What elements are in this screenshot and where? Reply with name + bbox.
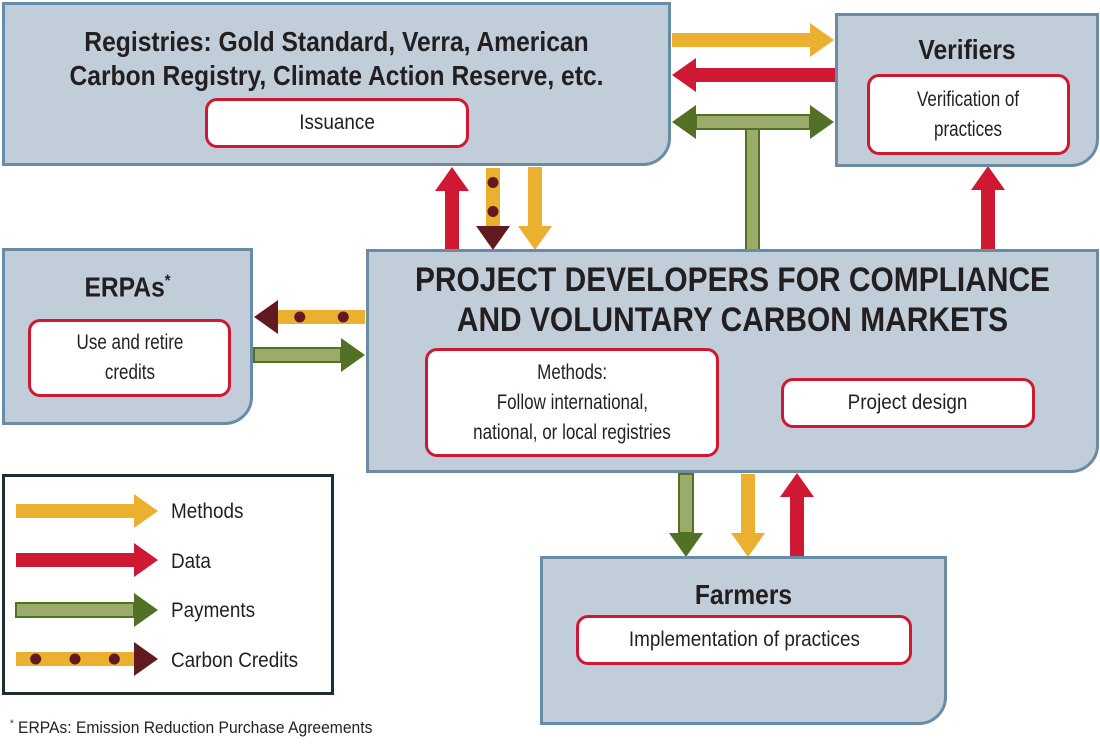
arrowhead-icon [134, 494, 158, 528]
arrow-shaft [672, 33, 810, 47]
footnote: * ERPAs: Emission Reduction Purchase Agr… [10, 718, 372, 738]
arrow-payments-registries-verifiers [672, 105, 834, 139]
arrowhead-icon [134, 642, 158, 676]
arrowhead-icon [134, 543, 158, 577]
arrow-shaft [695, 114, 811, 130]
issuance-box: Issuance [205, 98, 469, 148]
arrow-shaft [486, 168, 500, 226]
developers-title-line2: AND VOLUNTARY CARBON MARKETS [456, 301, 1009, 339]
arrowhead-icon [672, 58, 696, 92]
project-design-label: Project design [848, 391, 968, 414]
arrow-verifiers-to-registries-data [672, 58, 836, 92]
arrow-developers-to-farmers-payments [669, 473, 703, 557]
arrowhead-icon [476, 226, 510, 250]
erpas-box: ERPAs* Use and retire credits [2, 248, 253, 425]
arrow-developers-to-erpas-credits [254, 300, 365, 334]
credit-dot [108, 653, 120, 665]
arrow-shaft [253, 347, 342, 363]
arrow-developers-to-verifiers-data [971, 166, 1005, 250]
legend-label-carbon-credits: Carbon Credits [171, 649, 299, 672]
use-retire-line2: credits [104, 361, 155, 384]
arrow-registries-to-verifiers-methods [672, 23, 834, 57]
credit-dot [487, 206, 499, 217]
arrowhead-icon [669, 533, 703, 557]
arrow-shaft [741, 474, 755, 533]
verification-box: Verification of practices [867, 74, 1070, 155]
developers-title-line1: PROJECT DEVELOPERS FOR COMPLIANCE [414, 261, 1051, 299]
credit-dot [30, 653, 42, 665]
methods-box: Methods: Follow international, national, o… [425, 348, 719, 457]
farmers-title: Farmers [694, 579, 793, 610]
implementation-label: Implementation of practices [628, 628, 860, 651]
payments-t-stem [745, 121, 760, 251]
arrow-shaft [16, 504, 134, 518]
registries-box: Registries: Gold Standard, Verra, Americ… [2, 2, 671, 166]
project-design-box: Project design [781, 378, 1035, 428]
arrow-shaft [696, 68, 836, 82]
use-retire-line1: Use and retire [76, 331, 183, 354]
credit-dot [294, 311, 306, 323]
arrowhead-icon [810, 105, 834, 139]
arrow-shaft [981, 190, 995, 250]
verification-line2: practices [934, 117, 1003, 141]
arrowhead-icon [518, 226, 552, 250]
legend-arrow-payments [15, 593, 158, 627]
legend-label-payments: Payments [171, 599, 256, 622]
implementation-box: Implementation of practices [576, 615, 912, 665]
legend-label-methods: Methods [171, 500, 244, 523]
arrowhead-icon [134, 593, 158, 627]
verification-line1: Verification of [917, 87, 1020, 111]
legend-arrow-methods [16, 494, 158, 528]
registries-title-line1: Registries: Gold Standard, Verra, Americ… [84, 26, 589, 57]
arrowhead-icon [254, 300, 278, 334]
credit-dot [69, 653, 81, 665]
methods-line3: national, or local registries [473, 420, 671, 444]
methods-line2: Follow international, [496, 390, 648, 414]
arrow-registries-to-developers-methods [518, 167, 552, 250]
developers-title: PROJECT DEVELOPERS FOR COMPLIANCE AND VO… [413, 260, 1053, 340]
legend-arrow-credits [16, 642, 158, 676]
arrow-shaft [16, 553, 134, 567]
arrow-shaft [278, 310, 365, 324]
verifiers-box: Verifiers Verification of practices [835, 13, 1099, 167]
issuance-label: Issuance [299, 111, 375, 134]
arrow-shaft [678, 473, 694, 534]
arrowhead-icon [435, 167, 469, 191]
legend: Methods Data Payments Carbon Credits [2, 474, 334, 695]
credit-dot [337, 311, 349, 323]
arrowhead-icon [810, 23, 834, 57]
arrow-registries-to-developers-credits [476, 168, 510, 250]
methods-line1: Methods: [537, 360, 607, 384]
arrow-shaft [445, 191, 459, 250]
arrow-shaft [528, 167, 542, 226]
footnote-asterisk: * [10, 718, 14, 730]
arrowhead-icon [971, 166, 1005, 190]
arrow-developers-to-registries-data [435, 167, 469, 250]
arrow-erpas-to-developers-payments [253, 338, 365, 372]
erpas-title-text: ERPAs [84, 271, 165, 303]
arrowhead-icon [672, 105, 696, 139]
legend-label-data: Data [171, 550, 211, 573]
arrow-farmers-to-developers-data [780, 473, 814, 557]
arrowhead-icon [731, 533, 765, 557]
project-developers-box: PROJECT DEVELOPERS FOR COMPLIANCE AND VO… [366, 249, 1099, 473]
verifiers-title: Verifiers [918, 34, 1016, 65]
arrowhead-icon [341, 338, 365, 372]
use-retire-box: Use and retire credits [28, 319, 231, 397]
footnote-text: ERPAs: Emission Reduction Purchase Agree… [18, 718, 373, 737]
arrow-shaft [790, 497, 804, 557]
credit-dot [487, 177, 499, 188]
erpas-asterisk: * [164, 271, 171, 290]
farmers-box: Farmers Implementation of practices [540, 556, 947, 725]
registries-title-line2: Carbon Registry, Climate Action Reserve,… [69, 60, 604, 91]
registries-title: Registries: Gold Standard, Verra, Americ… [45, 25, 628, 93]
arrowhead-icon [780, 473, 814, 497]
erpas-title: ERPAs* [20, 271, 236, 303]
legend-arrow-data [16, 543, 158, 577]
arrow-developers-to-farmers-methods [731, 474, 765, 557]
